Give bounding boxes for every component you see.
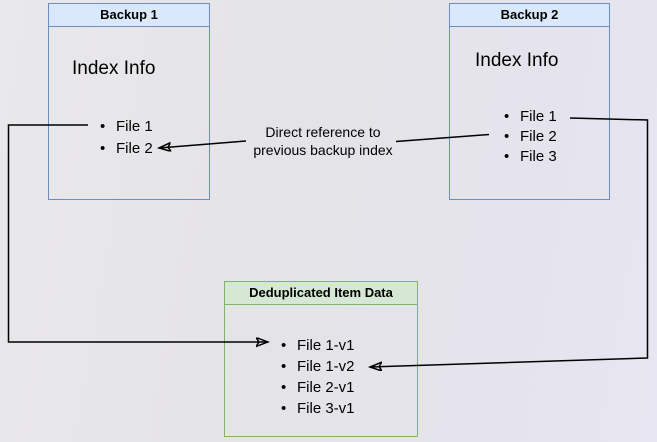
backup1-file-list: • File 1 • File 2 bbox=[100, 115, 153, 159]
list-item: • File 3 bbox=[504, 146, 557, 166]
bullet-icon: • bbox=[504, 107, 510, 125]
backup1-box: Backup 1 Index Info • File 1 • File 2 bbox=[48, 3, 210, 200]
list-item: • File 1 bbox=[504, 106, 557, 126]
backup1-title: Backup 1 bbox=[49, 4, 209, 27]
file-label: File 1-v2 bbox=[297, 358, 355, 375]
dedup-file-list: • File 1-v1 • File 1-v2 • File 2-v1 • Fi… bbox=[281, 335, 355, 419]
annotation-line-1: Direct reference to bbox=[265, 124, 381, 140]
file-label: File 2 bbox=[116, 139, 153, 157]
list-item: • File 3-v1 bbox=[281, 398, 355, 419]
list-item: • File 1-v2 bbox=[281, 356, 355, 377]
file-label: File 1 bbox=[116, 117, 153, 135]
list-item: • File 2-v1 bbox=[281, 377, 355, 398]
bullet-icon: • bbox=[100, 139, 106, 157]
backup1-index-info-label: Index Info bbox=[72, 58, 156, 79]
file-label: File 2-v1 bbox=[297, 379, 355, 396]
list-item: • File 2 bbox=[100, 137, 153, 159]
file-label: File 3-v1 bbox=[297, 400, 355, 417]
bullet-icon: • bbox=[281, 400, 287, 417]
backup2-index-info-label: Index Info bbox=[475, 50, 559, 71]
dedup-title: Deduplicated Item Data bbox=[225, 282, 417, 305]
backup2-title: Backup 2 bbox=[450, 4, 609, 27]
bullet-icon: • bbox=[504, 127, 510, 145]
list-item: • File 2 bbox=[504, 126, 557, 146]
bullet-icon: • bbox=[100, 117, 106, 135]
backup2-box: Backup 2 Index Info • File 1 • File 2 • … bbox=[449, 3, 610, 200]
file-label: File 1-v1 bbox=[297, 337, 355, 354]
bullet-icon: • bbox=[504, 147, 510, 165]
direct-reference-annotation: Direct reference to previous backup inde… bbox=[233, 123, 413, 159]
annotation-line-2: previous backup index bbox=[253, 142, 393, 158]
bullet-icon: • bbox=[281, 379, 287, 396]
bullet-icon: • bbox=[281, 358, 287, 375]
list-item: • File 1 bbox=[100, 115, 153, 137]
file-label: File 2 bbox=[520, 127, 557, 145]
dedup-box: Deduplicated Item Data • File 1-v1 • Fil… bbox=[224, 281, 418, 437]
file-label: File 1 bbox=[520, 107, 557, 125]
file-label: File 3 bbox=[520, 147, 557, 165]
backup2-file-list: • File 1 • File 2 • File 3 bbox=[504, 106, 557, 166]
bullet-icon: • bbox=[281, 337, 287, 354]
list-item: • File 1-v1 bbox=[281, 335, 355, 356]
